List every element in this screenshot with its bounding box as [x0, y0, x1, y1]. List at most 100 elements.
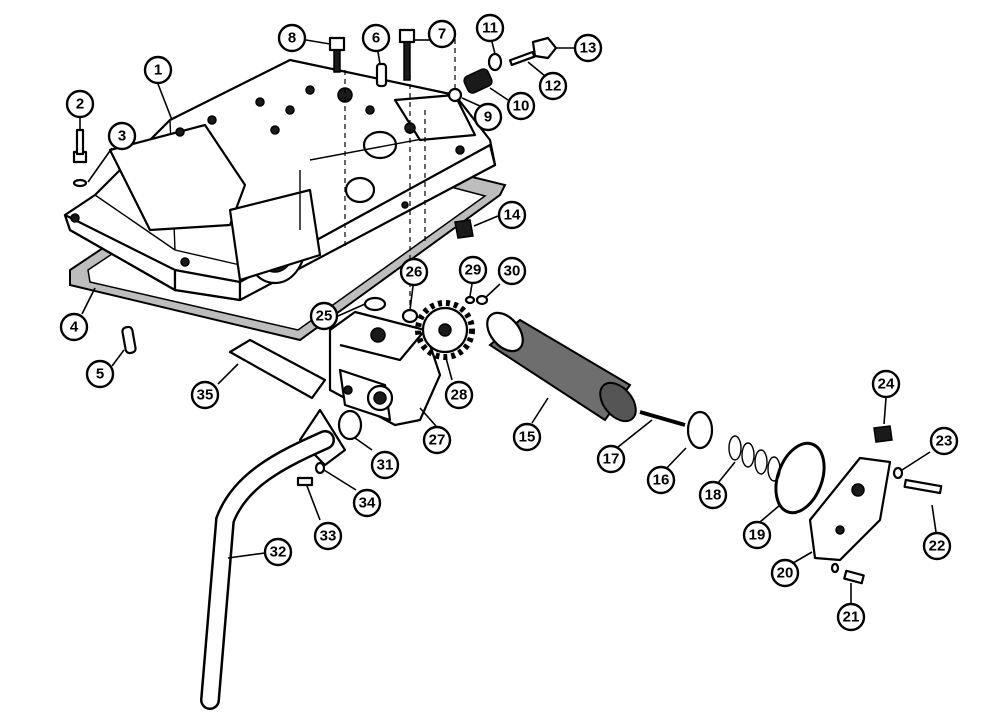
callout-number: 3 — [118, 128, 126, 145]
callout-number: 5 — [96, 366, 104, 383]
gear-28-part — [415, 300, 475, 360]
bolt-21-part — [843, 569, 865, 585]
filter-15-part — [486, 311, 637, 423]
ball-9-part — [447, 87, 463, 103]
callout-29: 29 — [458, 255, 488, 285]
callout-15: 15 — [512, 422, 542, 452]
callout-number: 4 — [70, 319, 79, 336]
washer-21-part — [830, 562, 840, 574]
callout-5: 5 — [85, 359, 115, 389]
callout-30: 30 — [497, 256, 527, 286]
callout-number: 11 — [482, 20, 498, 37]
callout-23: 23 — [929, 426, 959, 456]
bolt-2-part — [72, 128, 88, 188]
callout-number: 27 — [429, 432, 446, 449]
callout-17: 17 — [596, 444, 626, 474]
nut-26-part — [401, 308, 419, 324]
screw-12-part — [508, 50, 536, 67]
callout-number: 28 — [451, 387, 468, 404]
plate-35-part — [228, 338, 327, 400]
bolt-8-part — [328, 36, 346, 73]
callout-19: 19 — [742, 520, 772, 550]
pin-6-part — [375, 62, 388, 88]
callout-number: 35 — [197, 387, 214, 404]
callout-number: 23 — [936, 433, 953, 450]
callout-number: 10 — [513, 98, 530, 115]
callout-16: 16 — [646, 465, 676, 495]
callout-32: 32 — [263, 537, 293, 567]
callout-12: 12 — [538, 71, 568, 101]
callout-number: 32 — [270, 544, 287, 561]
callout-24: 24 — [871, 369, 901, 399]
callout-34: 34 — [352, 488, 382, 518]
callout-number: 30 — [504, 263, 521, 280]
callout-7: 7 — [427, 19, 457, 49]
callout-26: 26 — [399, 257, 429, 287]
callout-number: 17 — [603, 451, 620, 468]
callout-27: 27 — [422, 425, 452, 455]
callout-11: 11 — [475, 13, 505, 43]
bolt-22-part — [903, 478, 943, 495]
callout-3: 3 — [107, 121, 137, 151]
callout-number: 18 — [705, 487, 722, 504]
valve-housing-part — [63, 58, 497, 302]
callout-number: 29 — [465, 262, 482, 279]
washer-23-part — [892, 466, 904, 480]
callout-number: 13 — [580, 40, 597, 57]
callout-number: 24 — [878, 376, 895, 393]
callout-number: 22 — [929, 538, 946, 555]
washer-34-part — [314, 461, 326, 475]
callout-number: 15 — [519, 429, 536, 446]
callout-25: 25 — [309, 301, 339, 331]
plug-14-part — [454, 219, 474, 239]
callout-number: 25 — [316, 308, 333, 325]
callout-number: 19 — [749, 527, 766, 544]
callout-number: 31 — [377, 457, 394, 474]
callout-number: 1 — [154, 62, 162, 79]
screw-33-part — [296, 476, 314, 487]
callout-number: 7 — [438, 26, 446, 43]
pump-body-part — [328, 310, 442, 427]
callout-1: 1 — [143, 55, 173, 85]
callout-9: 9 — [473, 102, 503, 132]
callout-4: 4 — [59, 312, 89, 342]
washer-29-part — [464, 295, 476, 305]
oring-25-part — [363, 296, 387, 312]
oring-31-part — [337, 409, 363, 441]
callout-number: 20 — [777, 565, 794, 582]
callout-number: 16 — [653, 472, 670, 489]
callout-22: 22 — [922, 531, 952, 561]
callout-number: 12 — [545, 78, 562, 95]
callout-31: 31 — [370, 450, 400, 480]
callout-10: 10 — [506, 91, 536, 121]
callout-33: 33 — [313, 521, 343, 551]
callout-8: 8 — [277, 23, 307, 53]
nut-13-part — [531, 36, 558, 60]
callout-2: 2 — [65, 89, 95, 119]
washer-30-part — [475, 294, 489, 306]
callout-number: 14 — [504, 207, 521, 224]
callout-number: 9 — [484, 109, 492, 126]
callout-28: 28 — [444, 380, 474, 410]
callout-number: 8 — [288, 30, 296, 47]
callout-13: 13 — [573, 33, 603, 63]
washer-11-part — [487, 52, 503, 72]
callout-number: 21 — [843, 609, 860, 626]
spring-18-part — [728, 435, 781, 482]
plug-24-part — [873, 425, 893, 443]
cup-16-part — [686, 410, 714, 450]
callout-number: 33 — [320, 528, 337, 545]
callout-14: 14 — [497, 200, 527, 230]
seal-19-part — [774, 441, 826, 515]
callout-20: 20 — [770, 558, 800, 588]
callout-21: 21 — [836, 602, 866, 632]
dowel-5-part — [121, 325, 137, 355]
callout-number: 26 — [406, 264, 423, 281]
callout-6: 6 — [361, 23, 391, 53]
callout-number: 6 — [372, 30, 380, 47]
callout-35: 35 — [190, 380, 220, 410]
callout-18: 18 — [698, 480, 728, 510]
spring-10-part — [463, 68, 493, 94]
callout-number: 34 — [359, 495, 376, 512]
